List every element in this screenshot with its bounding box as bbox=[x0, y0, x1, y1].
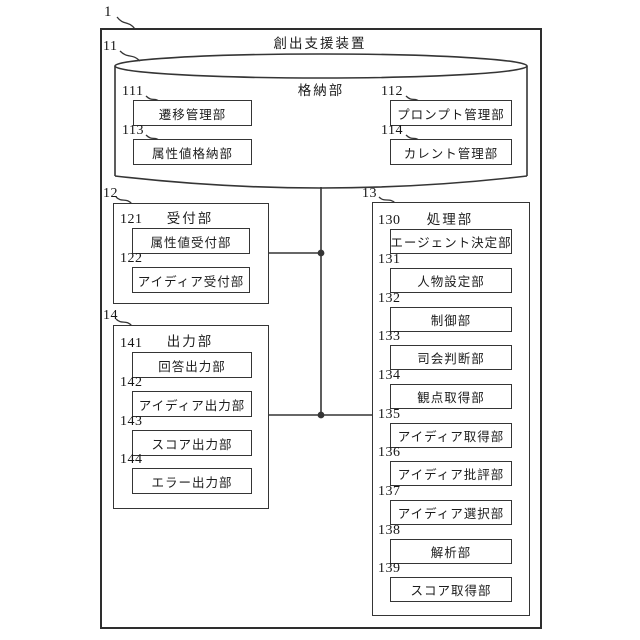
connector-lines bbox=[267, 187, 372, 419]
unit-box-control: 制御部 bbox=[390, 307, 512, 332]
unit-box-score-acquisition: スコア取得部 bbox=[390, 577, 512, 602]
ref-label-processing-item: 132 bbox=[378, 291, 401, 306]
processing-title: 処理部 bbox=[426, 212, 474, 227]
ref-label-output-item: 142 bbox=[120, 375, 143, 390]
device-title: 創出支援装置 bbox=[273, 36, 367, 51]
ref-label-processing-item: 139 bbox=[378, 561, 401, 576]
ref-label-processing-item: 136 bbox=[378, 445, 401, 460]
ref-label-storage-item: 111 bbox=[122, 84, 144, 99]
unit-box-analysis: 解析部 bbox=[390, 539, 512, 564]
junction-dot bbox=[317, 411, 325, 419]
ref-label-reception-item: 122 bbox=[120, 251, 143, 266]
reception-title: 受付部 bbox=[166, 211, 214, 226]
ref-label-processing-item: 130 bbox=[378, 213, 401, 228]
device-box bbox=[100, 28, 542, 629]
unit-box-moderator-judgment: 司会判断部 bbox=[390, 345, 512, 370]
unit-box-idea-acquisition: アイディア取得部 bbox=[390, 423, 512, 448]
unit-box-person-setting: 人物設定部 bbox=[390, 268, 512, 293]
ref-label-output-item: 144 bbox=[120, 452, 143, 467]
unit-box-attribute-reception: 属性値受付部 bbox=[132, 228, 250, 254]
unit-box-idea-selection: アイディア選択部 bbox=[390, 500, 512, 525]
ref-label-output-item: 141 bbox=[120, 336, 143, 351]
unit-box-score-output: スコア出力部 bbox=[132, 430, 252, 456]
ref-label-reception-item: 121 bbox=[120, 212, 143, 227]
ref-label-processing-item: 138 bbox=[378, 523, 401, 538]
unit-box-error-output: エラー出力部 bbox=[132, 468, 252, 494]
unit-box-agent-decision: エージェント決定部 bbox=[390, 229, 512, 254]
unit-box-current-management: カレント管理部 bbox=[390, 139, 512, 165]
ref-label-processing-item: 134 bbox=[378, 368, 401, 383]
unit-box-prompt-management: プロンプト管理部 bbox=[390, 100, 512, 126]
ref-label-processing-item: 137 bbox=[378, 484, 401, 499]
ref-label-reception: 12 bbox=[103, 186, 118, 201]
ref-label-output-item: 143 bbox=[120, 414, 143, 429]
ref-label-storage-item: 112 bbox=[381, 84, 403, 99]
unit-box-transition-management: 遷移管理部 bbox=[133, 100, 252, 126]
ref-label-processing-item: 135 bbox=[378, 407, 401, 422]
unit-box-idea-critique: アイディア批評部 bbox=[390, 461, 512, 486]
unit-box-answer-output: 回答出力部 bbox=[132, 352, 252, 378]
ref-label-processing: 13 bbox=[362, 186, 377, 201]
output-title: 出力部 bbox=[166, 334, 214, 349]
storage-title: 格納部 bbox=[297, 83, 345, 98]
ref-label-output: 14 bbox=[103, 308, 118, 323]
unit-box-idea-reception: アイディア受付部 bbox=[132, 267, 250, 293]
ref-label-processing-item: 133 bbox=[378, 329, 401, 344]
ref-label-storage: 11 bbox=[103, 39, 118, 54]
unit-box-attribute-storage: 属性値格納部 bbox=[133, 139, 252, 165]
ref-label-storage-item: 113 bbox=[122, 123, 144, 138]
unit-box-viewpoint-acquisition: 観点取得部 bbox=[390, 384, 512, 409]
ref-label-device: 1 bbox=[104, 4, 112, 20]
unit-box-idea-output: アイディア出力部 bbox=[132, 391, 252, 417]
ref-label-processing-item: 131 bbox=[378, 252, 401, 267]
junction-dot bbox=[317, 249, 325, 257]
ref-label-storage-item: 114 bbox=[381, 123, 403, 138]
